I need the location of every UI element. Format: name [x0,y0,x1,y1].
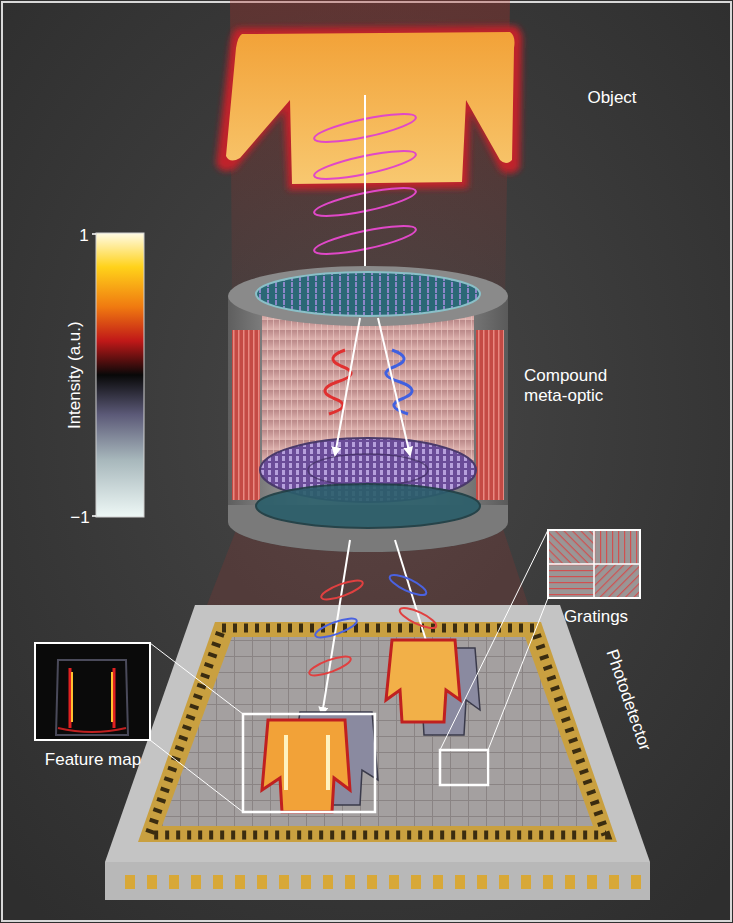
inset-label: Feature map [45,750,141,770]
selection-box [440,750,488,785]
component-label: Photodetector [601,647,655,754]
leader-line [150,643,243,714]
colorbar-title: Intensity (a.u.) [65,321,85,429]
leader-line [440,530,548,750]
helix-red [325,350,351,414]
light-ray [335,318,360,455]
feature-map-inset [35,643,150,740]
object-image [216,26,522,190]
compound-meta-optic [228,266,508,552]
photodetector-chip [105,605,650,900]
colorbar-min: −1 [70,508,89,528]
colorbar [96,233,144,517]
colorbar-max: 1 [79,226,88,246]
selection-box [243,714,375,812]
object-label: Object [587,88,636,108]
leader-line [488,598,548,750]
light-ray [378,318,410,455]
light-ray [364,95,366,282]
colorbar-ticks [92,234,96,516]
light-ray [322,540,350,715]
gratings-inset [548,530,640,598]
component-label: Compound meta-optic [524,366,636,407]
leader-line [150,740,243,812]
inset-label: Gratings [564,607,628,627]
